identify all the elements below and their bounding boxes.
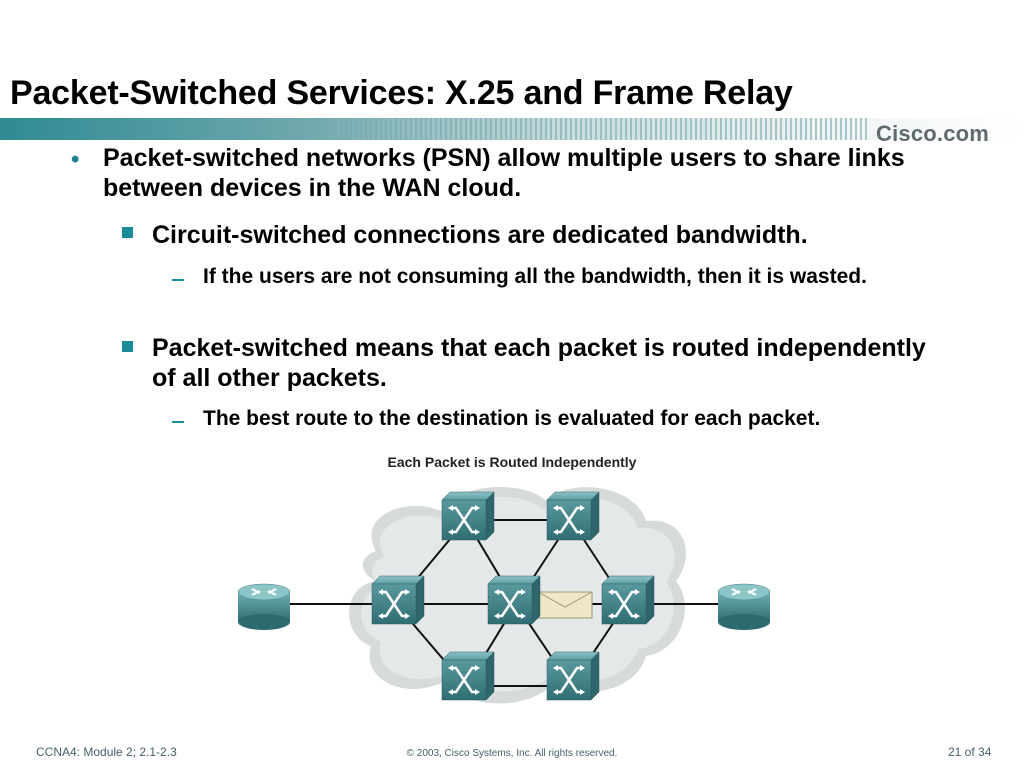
switch-bottom-right-icon xyxy=(545,650,601,702)
bullet-level1: Packet-switched networks (PSN) allow mul… xyxy=(103,144,905,202)
slide-title: Packet-Switched Services: X.25 and Frame… xyxy=(10,74,793,112)
footer-module: CCNA4: Module 2; 2.1-2.3 xyxy=(36,745,177,759)
switch-bottom-left-icon xyxy=(440,650,496,702)
bullet-level3-wasted: If the users are not consuming all the b… xyxy=(203,265,867,288)
footer-copyright: © 2003, Cisco Systems, Inc. All rights r… xyxy=(406,748,618,759)
switch-top-right-icon xyxy=(545,490,601,542)
switch-mid-left-icon xyxy=(370,574,426,626)
switch-top-left-icon xyxy=(440,490,496,542)
packet-envelope-icon xyxy=(537,591,593,619)
bullet-dash-icon xyxy=(172,421,184,423)
switch-center-icon xyxy=(486,574,542,626)
bullet-level2-packet: Packet-switched means that each packet i… xyxy=(152,334,926,392)
bullet-level3-route: The best route to the destination is eva… xyxy=(203,407,821,430)
switch-mid-right-icon xyxy=(600,574,656,626)
router-right-icon xyxy=(717,583,771,631)
bullet-dash-icon xyxy=(172,279,184,281)
bullet-level2-circuit: Circuit-switched connections are dedicat… xyxy=(152,221,808,249)
bullet-square-icon xyxy=(122,341,133,352)
figure-title: Each Packet is Routed Independently xyxy=(387,454,637,470)
router-left-icon xyxy=(237,583,291,631)
network-diagram xyxy=(237,487,771,704)
bullet-dot-icon: • xyxy=(71,146,80,173)
bullet-square-icon xyxy=(122,227,133,238)
footer-page-number: 21 of 34 xyxy=(948,745,992,759)
cisco-logo: Cisco.com xyxy=(876,121,990,146)
header-bar xyxy=(0,118,1024,140)
